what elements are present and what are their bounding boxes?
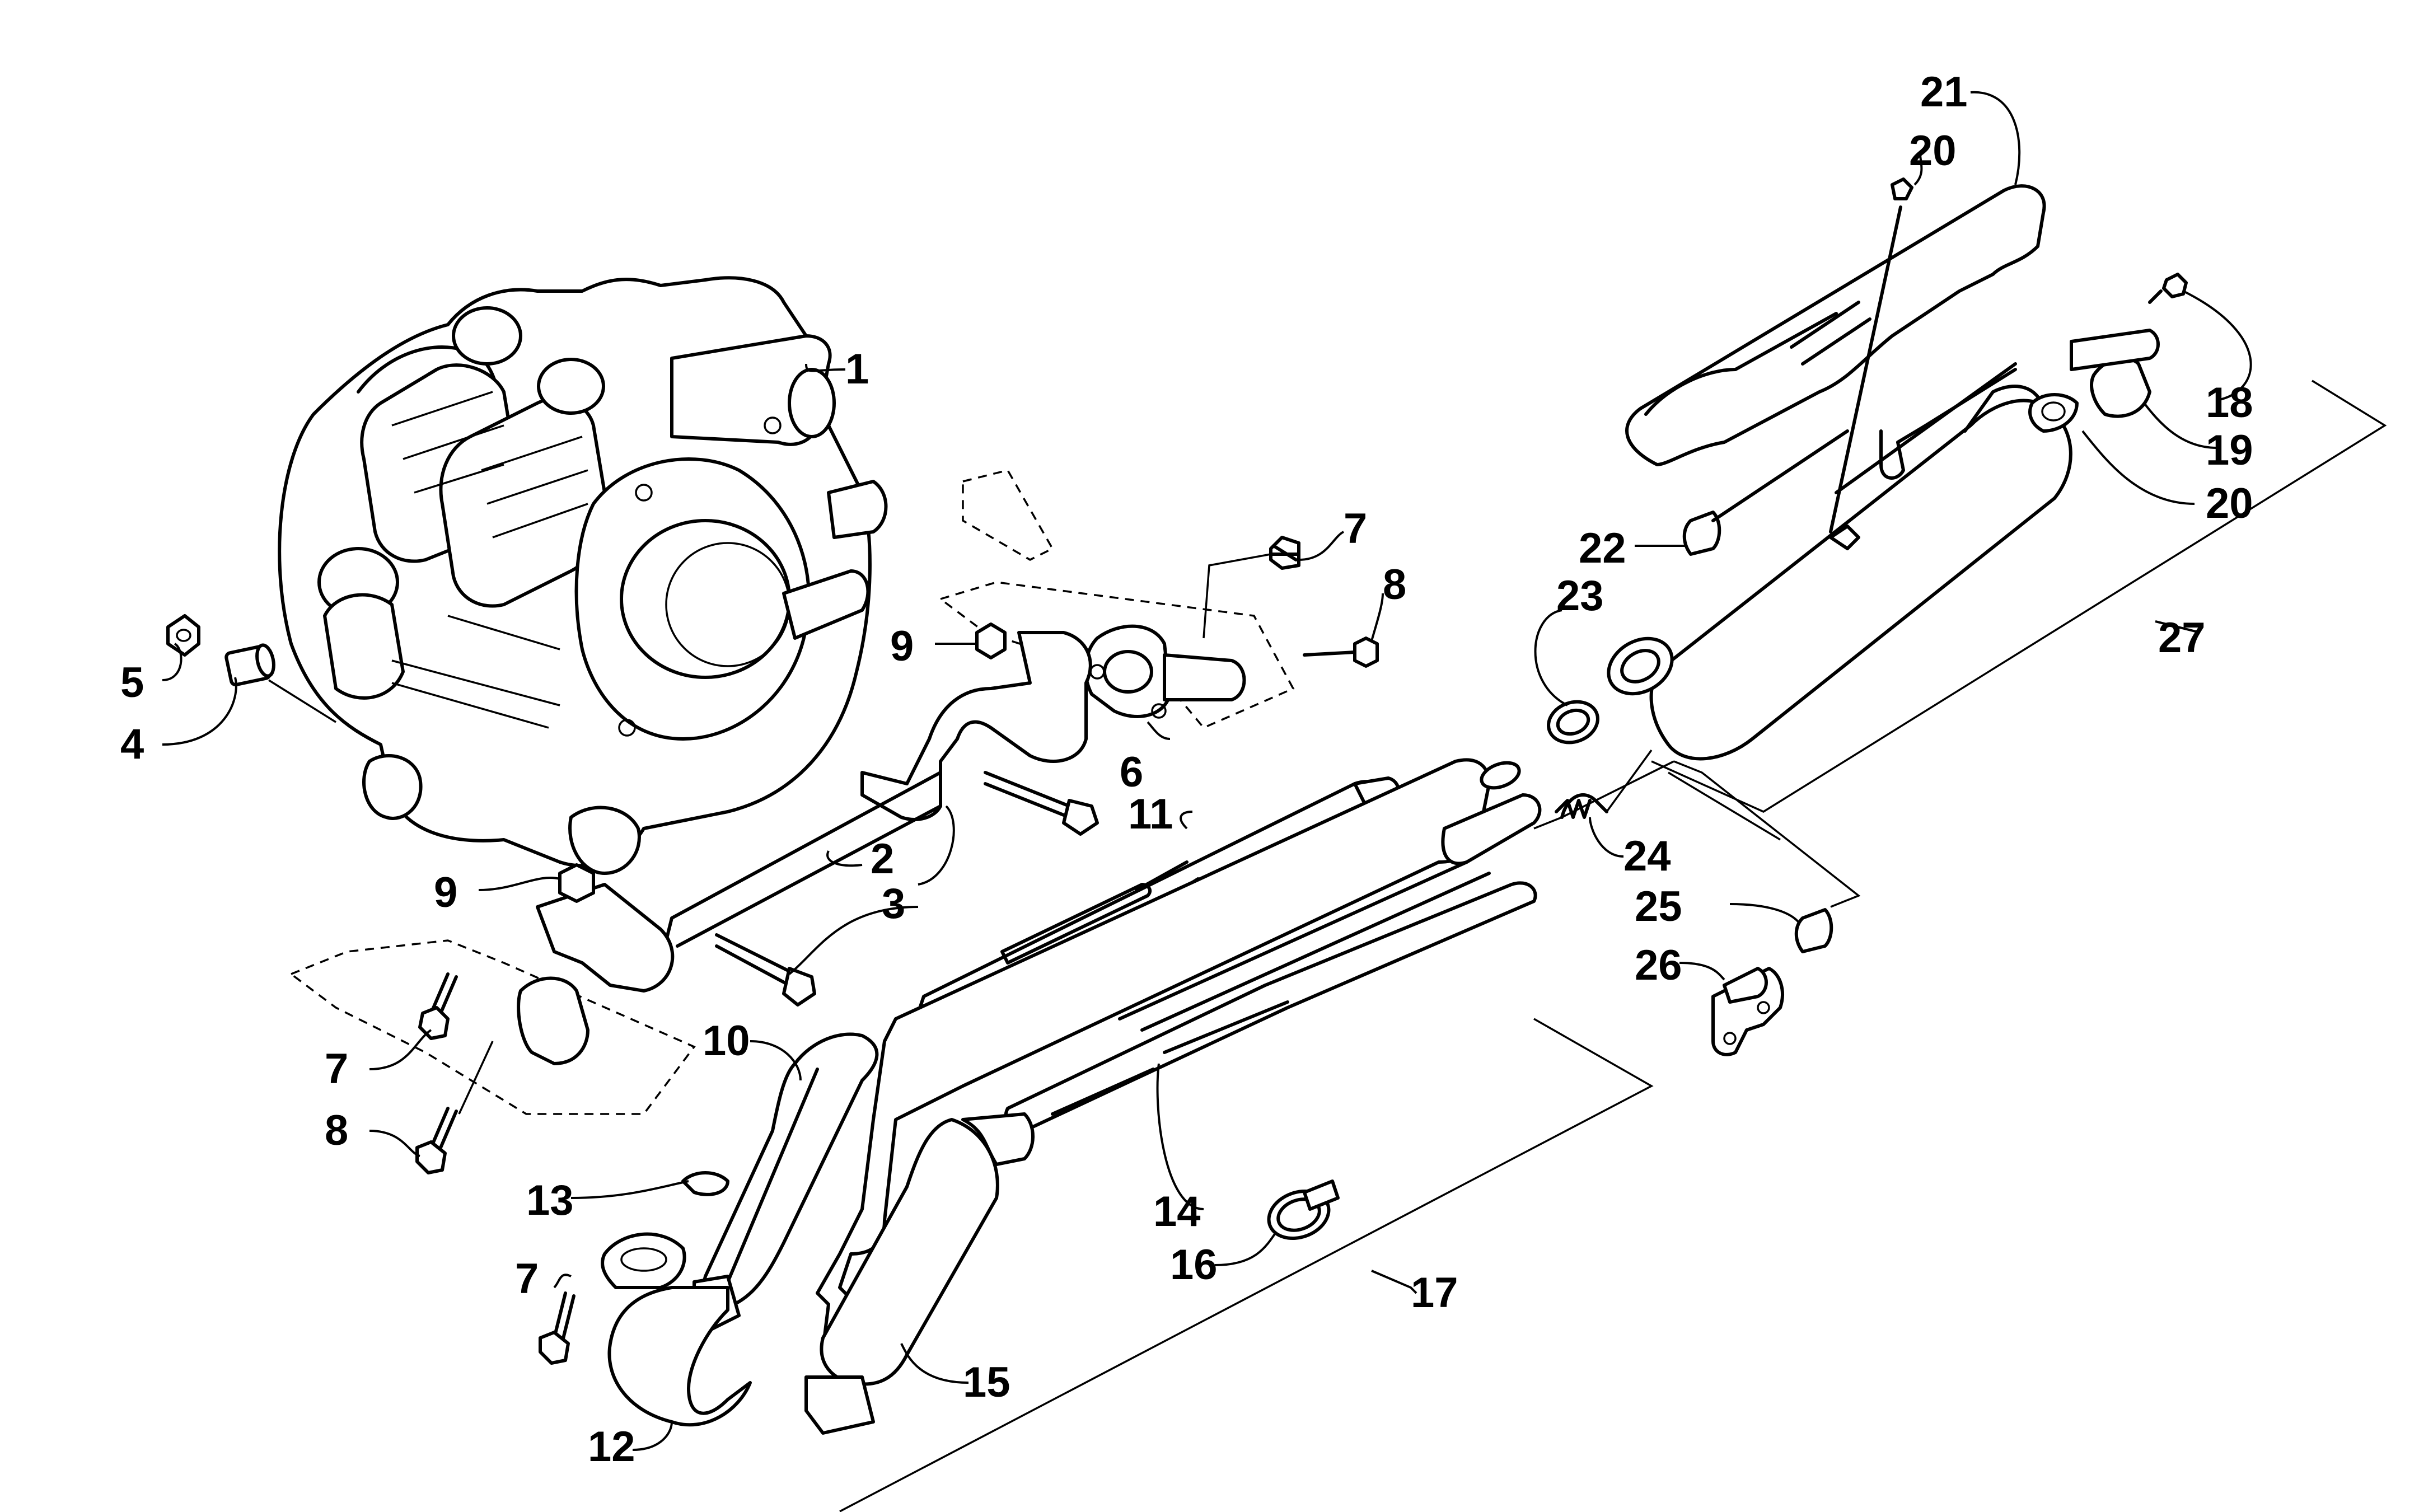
leader-20-lower: [1729, 903, 1801, 925]
callout-13: 15: [963, 1359, 1010, 1406]
grommet-lower: [1794, 908, 1833, 953]
callout-18: 23: [1556, 572, 1604, 620]
leader-11: [1180, 811, 1193, 830]
tailpipe-screw: [2148, 273, 2188, 304]
callout-7-upper: 7: [1344, 505, 1367, 553]
callout-5: 5: [120, 659, 144, 706]
callout-20-upper: 22: [1579, 525, 1626, 572]
callout-8-upper: 8: [1383, 561, 1406, 608]
callout-3: 3: [882, 880, 905, 928]
callout-22: 27: [2158, 614, 2206, 662]
leader-22: [2155, 620, 2201, 634]
callout-9-upper: 9: [890, 622, 914, 670]
leader-3b: [788, 906, 919, 975]
frame-bracket-upper: [938, 469, 1295, 729]
callout-19: 24: [1623, 832, 1671, 880]
exhaust-flange-gasket: [1084, 624, 1172, 718]
leader-6: [1147, 721, 1171, 740]
bolt-upper-right: [1303, 636, 1379, 668]
leader-7-lower: [369, 1029, 432, 1070]
leader-2: [826, 850, 863, 867]
flange-nut-upper: [975, 622, 1007, 659]
callout-7-lower: 7: [325, 1045, 348, 1093]
header-elbow: [607, 1286, 752, 1427]
leader-3a: [918, 805, 955, 886]
flange-nut-lower: [558, 863, 595, 903]
callout-15: 12: [588, 1423, 635, 1471]
engine-assembly: [278, 276, 888, 875]
elbow-bolt: [539, 1291, 575, 1365]
exhaust-spring: [1555, 793, 1608, 819]
leader-7-upper: [1298, 531, 1345, 561]
header-stud-upper: [984, 771, 1099, 836]
bolt-lower-a: [418, 972, 458, 1040]
leader-19: [1589, 817, 1624, 858]
leader-7-bottom: [553, 1274, 572, 1289]
group-bracket-22: [1651, 380, 2387, 813]
callout-11: 11: [1128, 790, 1173, 838]
callout-27: 20: [1909, 127, 1957, 175]
callout-21: 26: [1635, 942, 1682, 989]
callout-4: 4: [120, 720, 144, 768]
leader-15: [632, 1421, 673, 1451]
callout-20-lower: 25: [1635, 883, 1682, 930]
leader-4: [162, 677, 237, 746]
mount-nut: [166, 614, 200, 657]
leader-10: [1371, 1270, 1417, 1294]
exhaust-flange-lower: [517, 976, 589, 1065]
leader-8-upper: [1370, 593, 1384, 642]
callout-10: 17: [1411, 1269, 1458, 1317]
callout-1: 1: [845, 345, 869, 393]
tailpipe-gasket: [2028, 393, 2079, 433]
leader-21: [1679, 962, 1725, 981]
group-bracket-10: [839, 1018, 1654, 1512]
bolt-upper: [1269, 536, 1300, 570]
header-stud-lower: [715, 933, 816, 1007]
header-heat-shield: [698, 1032, 879, 1312]
callout-6: 6: [1120, 748, 1143, 796]
leader-16: [1214, 1230, 1278, 1266]
leader-17: [570, 1180, 689, 1199]
front-header-pipe: [860, 631, 1092, 821]
callout-24: 19: [2206, 427, 2253, 474]
muffler-heat-shield: [1625, 184, 2046, 466]
leader-12: [1156, 1063, 1204, 1210]
leader-5: [162, 643, 183, 681]
callout-23: 18: [2206, 379, 2253, 427]
callout-14: 10: [703, 1017, 750, 1065]
muffler: [1649, 399, 2072, 761]
callout-8-lower: 8: [325, 1107, 348, 1154]
leader-24: [2143, 402, 2217, 449]
leader-18: [1534, 609, 1568, 706]
mount-spacer: [224, 643, 275, 687]
leader-26: [1970, 91, 2021, 185]
front-header-bracket: [536, 883, 675, 993]
callout-17: 13: [526, 1177, 574, 1224]
frame-bracket-lower: [289, 939, 696, 1115]
leader-1: [805, 363, 846, 372]
callout-9-lower: 9: [434, 869, 457, 916]
bolt-lower-b: [415, 1107, 458, 1174]
heat-shield-screw: [1891, 177, 1913, 200]
callout-26: 21: [1920, 68, 1968, 116]
leader-13: [900, 1343, 969, 1384]
link-lines-22: [1561, 760, 1861, 908]
callout-2: 2: [871, 835, 894, 883]
callout-7-bottom: 7: [515, 1255, 539, 1303]
leader-27: [1913, 153, 1923, 186]
leader-8-lower: [369, 1130, 420, 1157]
leader-25: [2081, 430, 2195, 505]
leader-9-lower: [478, 876, 560, 891]
header-gasket: [681, 1171, 729, 1196]
callout-12: 14: [1153, 1188, 1201, 1235]
hose-clamp: [1267, 1179, 1340, 1241]
callout-16: 16: [1170, 1241, 1218, 1289]
callout-25: 20: [2206, 480, 2253, 527]
leader-23: [2183, 290, 2252, 401]
leader-14: [750, 1040, 802, 1081]
exhaust-seal-ring: [1547, 700, 1599, 745]
